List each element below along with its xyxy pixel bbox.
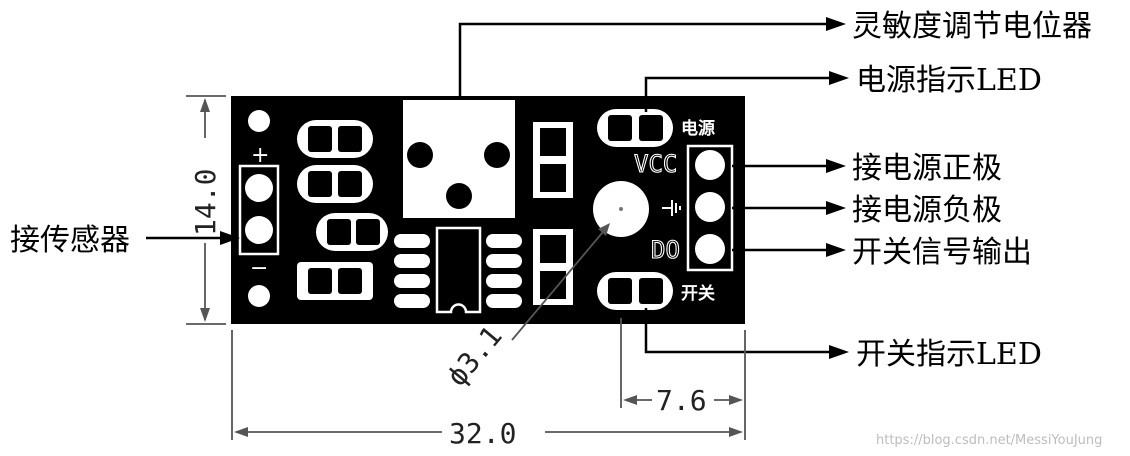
power-led-pads [597, 109, 673, 147]
label-gnd-pin: 接电源负极 [852, 193, 1002, 228]
ground-icon [662, 200, 681, 216]
label-power-led: 电源指示LED [856, 63, 1042, 98]
silk-do: DO [651, 236, 680, 264]
leader-switch-led [644, 308, 833, 354]
mounting-hole-bottom-left [248, 285, 270, 307]
label-vcc-pin: 接电源正极 [852, 151, 1002, 186]
leader-power-led [644, 76, 833, 112]
mounting-hole-top-left [248, 110, 270, 132]
potentiometer-footprint [403, 100, 515, 218]
smd-pad-inner-left [308, 126, 380, 294]
mounting-hole-center [619, 207, 623, 211]
dim-height: 14.0 [189, 169, 222, 236]
watermark: https://blog.csdn.net/MessiYouJung [876, 433, 1102, 448]
ic-pads-right [486, 234, 522, 308]
silk-switch: 开关 [681, 283, 715, 304]
silk-power: 电源 [681, 118, 715, 139]
dim-width: 32.0 [449, 417, 516, 450]
dimension-arrows [200, 98, 743, 437]
ic-pads-left [394, 234, 430, 308]
silk-vcc: VCC [634, 150, 677, 178]
switch-led-pads [597, 272, 673, 310]
leader-pot [458, 22, 830, 100]
label-sensor: 接传感器 [10, 223, 130, 258]
arrow-heads [220, 17, 849, 359]
dim-hole-spacing: 7.6 [656, 384, 707, 417]
silk-plus: + [251, 143, 269, 168]
ic-outline [435, 226, 482, 314]
label-pot: 灵敏度调节电位器 [852, 9, 1092, 44]
label-switch-led: 开关指示LED [856, 337, 1042, 372]
silk-minus: − [250, 256, 268, 281]
leader-lines [146, 22, 833, 354]
smd-pads-middle [533, 122, 573, 305]
label-do-pin: 开关信号输出 [852, 235, 1032, 270]
dim-hole-diameter: ϕ3.1 [440, 320, 509, 393]
sensor-connector [238, 164, 280, 256]
pin-header [686, 144, 734, 272]
